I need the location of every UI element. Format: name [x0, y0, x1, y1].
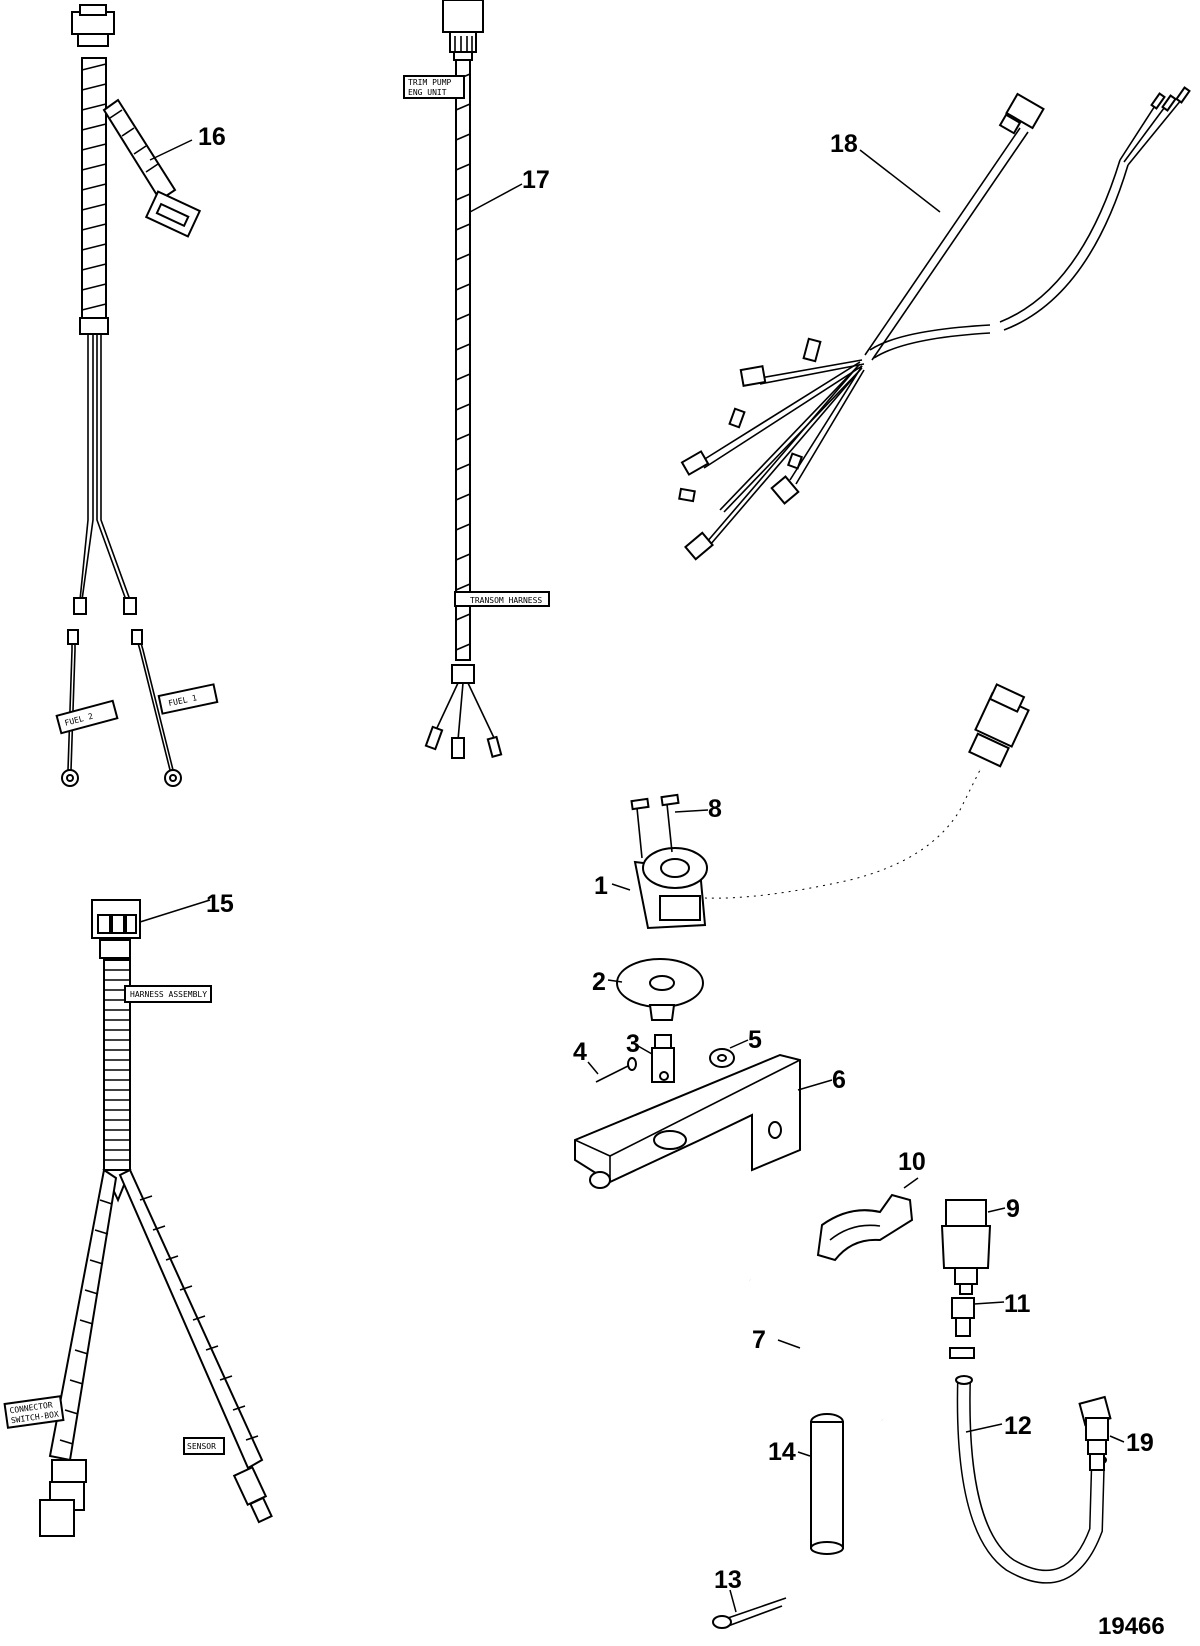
- callout-1: 1: [594, 872, 608, 900]
- callout-17: 17: [522, 166, 550, 194]
- part-6-bracket: [574, 1053, 801, 1189]
- callout-12: 12: [1004, 1412, 1032, 1440]
- callout-6: 6: [832, 1066, 846, 1094]
- callout-19: 19: [1126, 1429, 1154, 1457]
- part-14-pin: [810, 1413, 844, 1555]
- part-12-hose: [955, 1375, 1107, 1584]
- leader-3: [637, 1045, 653, 1055]
- leader-9: [987, 1207, 1006, 1213]
- leader-10: [903, 1177, 919, 1189]
- callout-18: 18: [830, 130, 858, 158]
- tag-transom-harness: TRANSOM HARNESS: [470, 596, 542, 605]
- callout-11: 11: [1004, 1290, 1031, 1318]
- leader-1: [611, 883, 631, 891]
- tag-eng-unit: ENG UNIT: [408, 88, 447, 97]
- part-8-screws: [630, 793, 680, 859]
- leader-19: [1109, 1435, 1125, 1443]
- callout-9: 9: [1006, 1195, 1020, 1223]
- leader-6: [797, 1079, 833, 1091]
- part-19-fitting: [1078, 1395, 1112, 1471]
- part-4-pin: [595, 1057, 637, 1083]
- part-3-pivot: [651, 1034, 675, 1083]
- figure-number: 19466: [1098, 1613, 1165, 1640]
- part-5-washer: [709, 1048, 735, 1068]
- leader-14: [797, 1451, 811, 1457]
- part-16-harness: FUEL 2 FUEL 1: [55, 4, 219, 787]
- part-7-rod: [747, 1277, 885, 1423]
- part-11-fitting: [949, 1297, 975, 1359]
- leader-16: [149, 139, 193, 161]
- callout-16: 16: [198, 123, 226, 151]
- callout-4: 4: [573, 1038, 587, 1066]
- part-18-harness: [678, 86, 1191, 561]
- callout-14: 14: [768, 1438, 796, 1466]
- callout-2: 2: [592, 968, 606, 996]
- leader-8: [674, 809, 709, 813]
- part-10-clip: [816, 1193, 914, 1262]
- leader-18: [859, 149, 941, 213]
- leader-13: [729, 1589, 737, 1613]
- leader-2: [607, 979, 623, 983]
- part-17-harness: TRIM PUMP ENG UNIT TRANSOM HARNESS: [403, 0, 550, 759]
- leader-11: [973, 1301, 1005, 1305]
- part-1-sender: [633, 683, 1030, 930]
- callout-10: 10: [898, 1148, 926, 1176]
- leader-5: [729, 1039, 749, 1049]
- callout-15: 15: [206, 890, 234, 918]
- callout-5: 5: [748, 1026, 762, 1054]
- callout-3: 3: [626, 1030, 640, 1058]
- callout-13: 13: [714, 1566, 742, 1594]
- leader-17: [469, 183, 523, 213]
- tag-sensor: SENSOR: [187, 1442, 216, 1451]
- callout-8: 8: [708, 795, 722, 823]
- part-2-flange: [616, 958, 704, 1021]
- leader-7: [777, 1339, 801, 1349]
- part-15-harness: HARNESS ASSEMBLY CONNECTOR SWITCH-BOX: [3, 899, 273, 1537]
- callout-7: 7: [752, 1326, 766, 1354]
- leader-15: [139, 899, 211, 923]
- part-9-sender: [940, 1199, 992, 1295]
- tag-harness-assembly: HARNESS ASSEMBLY: [130, 990, 207, 999]
- part-13-cotter: [712, 1597, 787, 1629]
- tag-trim-pump: TRIM PUMP: [408, 78, 452, 87]
- leader-4: [587, 1061, 599, 1075]
- leader-12: [965, 1423, 1003, 1433]
